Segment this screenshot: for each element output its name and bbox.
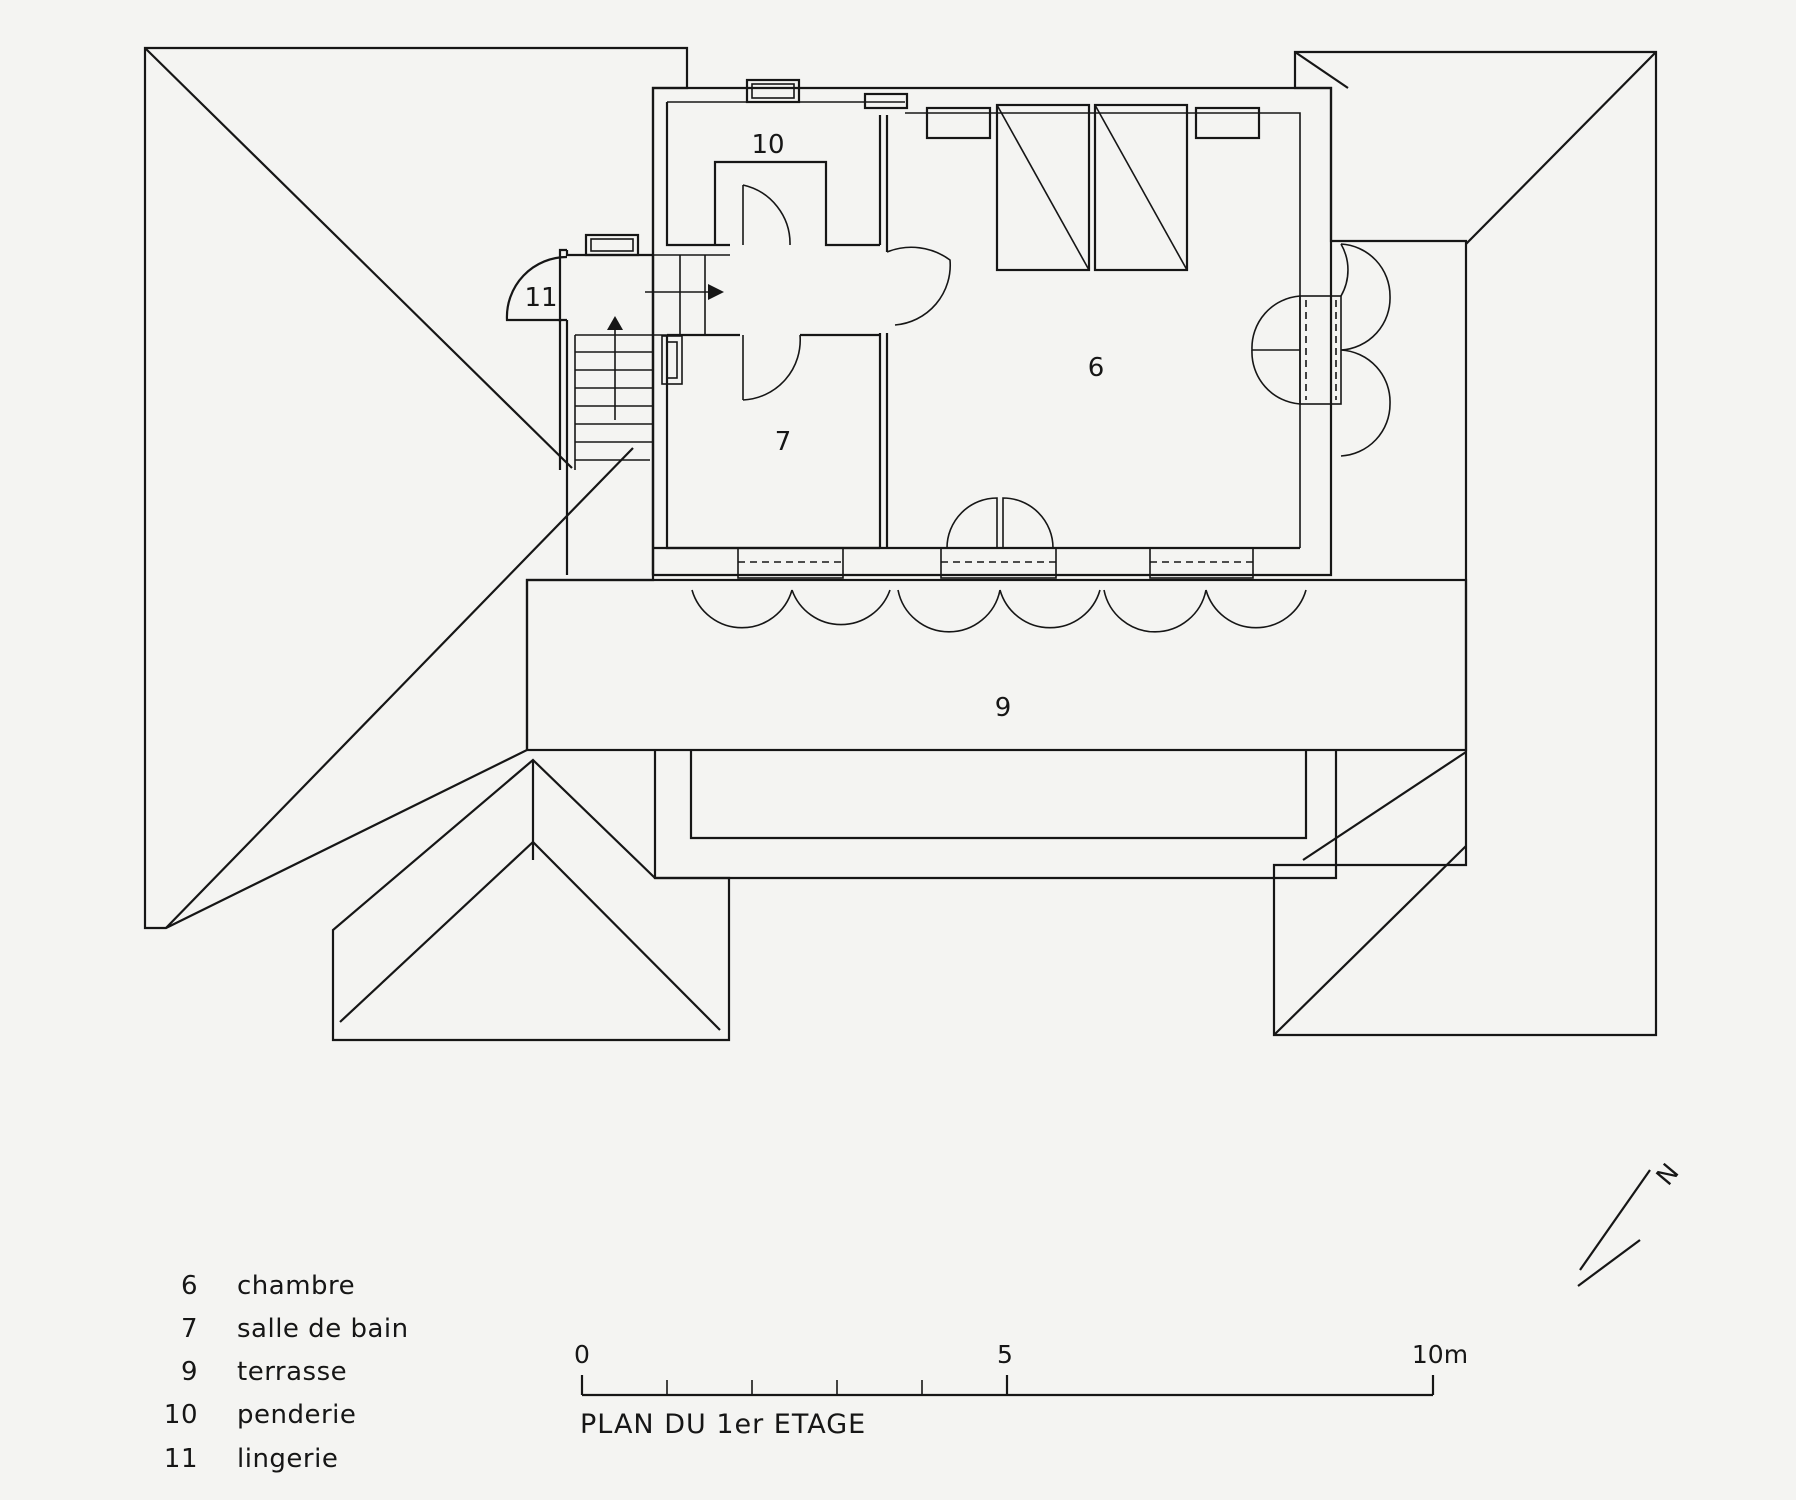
scale-bar: 0 5 10m <box>574 1340 1468 1397</box>
scale-label-mid: 5 <box>997 1340 1013 1369</box>
room-label-11: 11 <box>524 283 557 313</box>
chimneys <box>584 78 909 257</box>
room-label-7: 7 <box>775 427 792 457</box>
legend-label: chambre <box>237 1271 355 1301</box>
north-label: N <box>1650 1158 1684 1191</box>
room-label-6: 6 <box>1088 353 1105 383</box>
legend-num: 10 <box>164 1400 198 1430</box>
legend-label: lingerie <box>237 1444 338 1474</box>
plan-title: PLAN DU 1er ETAGE <box>580 1409 866 1440</box>
doors <box>742 184 1391 549</box>
roof-bottom-left <box>331 758 731 1042</box>
windows-south <box>691 547 1307 633</box>
legend-num: 9 <box>181 1357 198 1387</box>
legend-num: 7 <box>181 1314 198 1344</box>
scale-label-end: 10m <box>1412 1340 1468 1369</box>
legend-num: 11 <box>164 1444 198 1474</box>
room-label-9: 9 <box>995 693 1012 723</box>
roof-bottom-right <box>1302 751 1467 861</box>
legend-label: salle de bain <box>237 1314 409 1344</box>
legend-num: 6 <box>181 1271 198 1301</box>
staircase <box>505 248 730 575</box>
north-arrow: N <box>1577 1158 1685 1287</box>
legend-label: terrasse <box>237 1357 347 1387</box>
scale-label-start: 0 <box>574 1340 590 1369</box>
beds <box>925 103 1261 272</box>
legend-label: penderie <box>237 1400 356 1430</box>
legend: 6 chambre 7 salle de bain 9 terrasse 10 … <box>164 1271 409 1474</box>
room-label-10: 10 <box>751 130 784 160</box>
roof-left <box>143 46 689 930</box>
terrace <box>525 578 1468 880</box>
